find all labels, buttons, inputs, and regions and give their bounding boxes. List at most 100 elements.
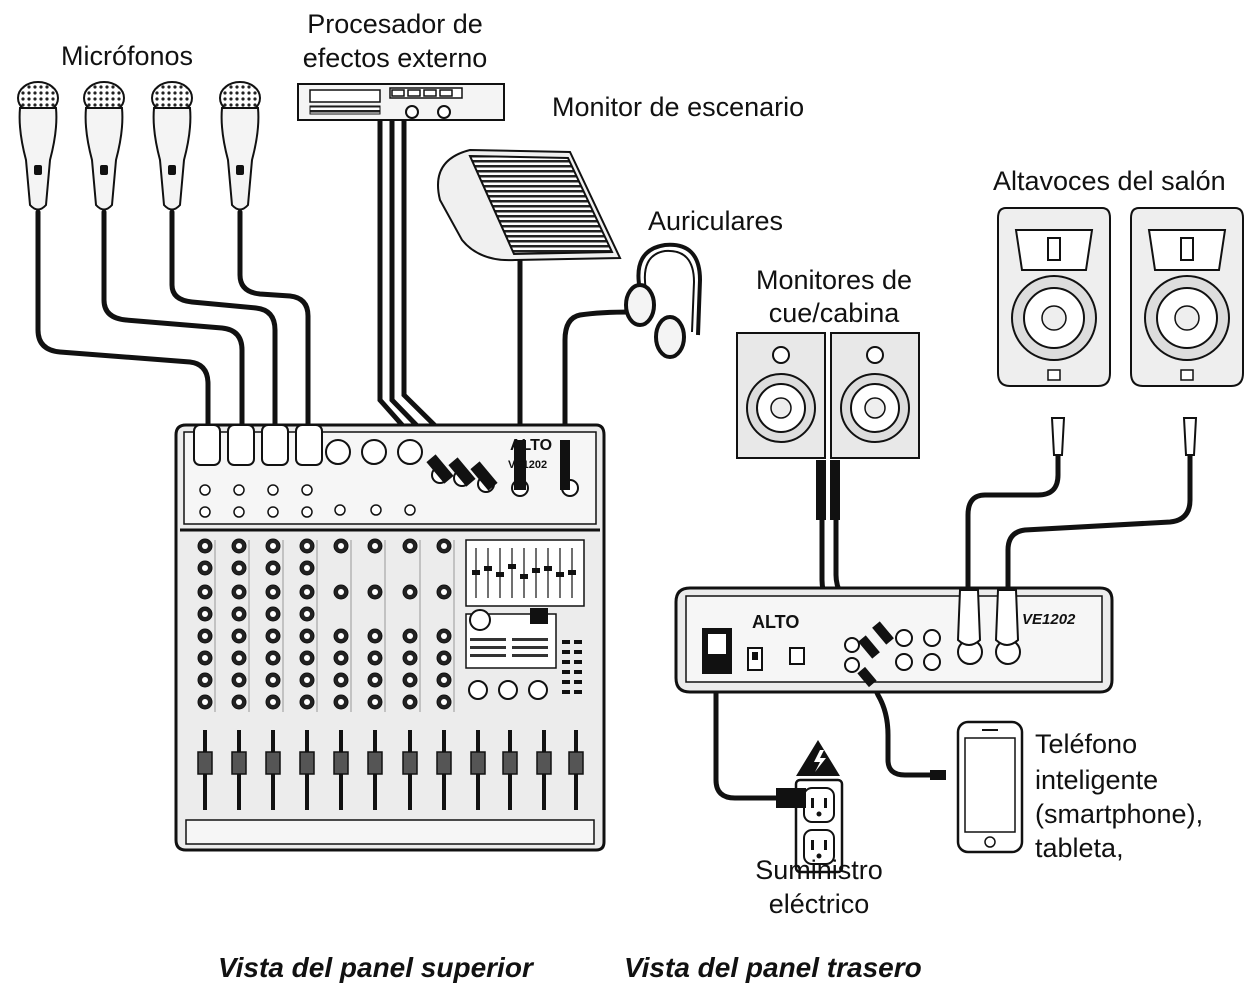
- house-speakers: [997, 207, 1244, 456]
- knob-cap: [338, 543, 344, 549]
- fader-knob: [536, 751, 552, 775]
- knob-cap: [304, 565, 310, 571]
- power-cable: [713, 677, 803, 801]
- knob-cap: [441, 589, 447, 595]
- knob-cap: [202, 589, 208, 595]
- smartphone-icon: [930, 720, 1024, 854]
- knob-cap: [236, 565, 242, 571]
- fader-knob: [265, 751, 281, 775]
- mixer-model: VE1202: [508, 459, 547, 471]
- knob-cap: [372, 543, 378, 549]
- knob-cap: [372, 589, 378, 595]
- mixer-rear-panel: ALTO VE1202: [674, 586, 1114, 694]
- knob-cap: [202, 699, 208, 705]
- knob-cap: [441, 543, 447, 549]
- knob-cap: [236, 611, 242, 617]
- rear-mixer-logo: ALTO: [752, 612, 799, 632]
- knob-cap: [304, 677, 310, 683]
- mixer-logo: ALTO: [510, 437, 552, 454]
- rear-mixer-model: VE1202: [1022, 611, 1076, 628]
- knob-cap: [407, 699, 413, 705]
- power-label-line1: Suministro: [755, 855, 883, 885]
- knob-cap: [338, 655, 344, 661]
- microphones-label: Micrófonos: [61, 41, 194, 71]
- knob-cap: [441, 655, 447, 661]
- knob-cap: [372, 633, 378, 639]
- knob-cap: [407, 677, 413, 683]
- knob-cap: [372, 699, 378, 705]
- knob-cap: [270, 565, 276, 571]
- cables: [35, 115, 1193, 801]
- knob-cap: [270, 655, 276, 661]
- microphone-icon: [219, 81, 261, 211]
- knob-cap: [338, 633, 344, 639]
- knob-cap: [202, 565, 208, 571]
- knob-cap: [407, 633, 413, 639]
- microphone-icon: [17, 81, 59, 211]
- pa-speaker-icon: [997, 207, 1111, 387]
- knob-cap: [236, 543, 242, 549]
- microphones: [17, 81, 261, 211]
- fader-knob: [299, 751, 315, 775]
- fader-knob: [333, 751, 349, 775]
- knob-cap: [304, 611, 310, 617]
- knob-cap: [304, 543, 310, 549]
- fx-processor-label-line2: efectos externo: [302, 43, 488, 73]
- microphone-icon: [83, 81, 125, 211]
- knob-cap: [441, 699, 447, 705]
- knob-cap: [202, 611, 208, 617]
- phone-cable: [867, 675, 938, 778]
- knob-cap: [270, 633, 276, 639]
- knob-cap: [338, 589, 344, 595]
- knob-cap: [441, 633, 447, 639]
- knob-cap: [338, 677, 344, 683]
- cue-monitors-label-line2: cue/cabina: [768, 298, 900, 328]
- phone-label-line4: tableta,: [1035, 833, 1124, 863]
- knob-cap: [236, 589, 242, 595]
- knob-cap: [304, 655, 310, 661]
- stage-monitor-label: Monitor de escenario: [552, 92, 805, 122]
- headphones-cable: [562, 309, 635, 473]
- rear-panel-caption: Vista del panel trasero: [624, 952, 922, 983]
- phone-label-line1: Teléfono: [1035, 729, 1138, 759]
- knob-cap: [202, 543, 208, 549]
- mic-cable-2: [101, 209, 245, 428]
- knob-cap: [270, 699, 276, 705]
- phone-label-line3: (smartphone),: [1035, 799, 1204, 829]
- knob-cap: [304, 699, 310, 705]
- fader-knob: [436, 751, 452, 775]
- top-panel-caption: Vista del panel superior: [218, 952, 533, 983]
- knob-cap: [338, 699, 344, 705]
- knob-cap: [236, 655, 242, 661]
- headphones-icon: [624, 242, 703, 359]
- knob-cap: [202, 677, 208, 683]
- power-outlet-icon: [776, 778, 844, 874]
- house-cable-1: [965, 452, 1061, 593]
- warning-icon: [796, 740, 840, 776]
- knob-cap: [407, 543, 413, 549]
- cue-monitors: [736, 332, 920, 520]
- knob-cap: [407, 589, 413, 595]
- microphone-icon: [151, 81, 193, 211]
- fx-processor-label-line1: Procesador de: [307, 9, 483, 39]
- knob-cap: [304, 589, 310, 595]
- knob-cap: [304, 633, 310, 639]
- house-speakers-label: Altavoces del salón: [993, 166, 1226, 196]
- fader-knob: [367, 751, 383, 775]
- studio-monitor-icon: [736, 332, 826, 459]
- pa-speaker-icon: [1130, 207, 1244, 387]
- knob-cap: [236, 699, 242, 705]
- mic-cable-1: [35, 209, 211, 428]
- knob-cap: [441, 677, 447, 683]
- fader-knob: [197, 751, 213, 775]
- rack-processor-icon: [297, 83, 505, 121]
- knob-cap: [270, 611, 276, 617]
- fader-knob: [568, 751, 584, 775]
- knob-cap: [202, 633, 208, 639]
- knob-cap: [270, 543, 276, 549]
- power-label-line2: eléctrico: [768, 889, 870, 919]
- phone-label-line2: inteligente: [1035, 765, 1159, 795]
- headphones-label: Auriculares: [648, 206, 784, 236]
- fader-knob: [402, 751, 418, 775]
